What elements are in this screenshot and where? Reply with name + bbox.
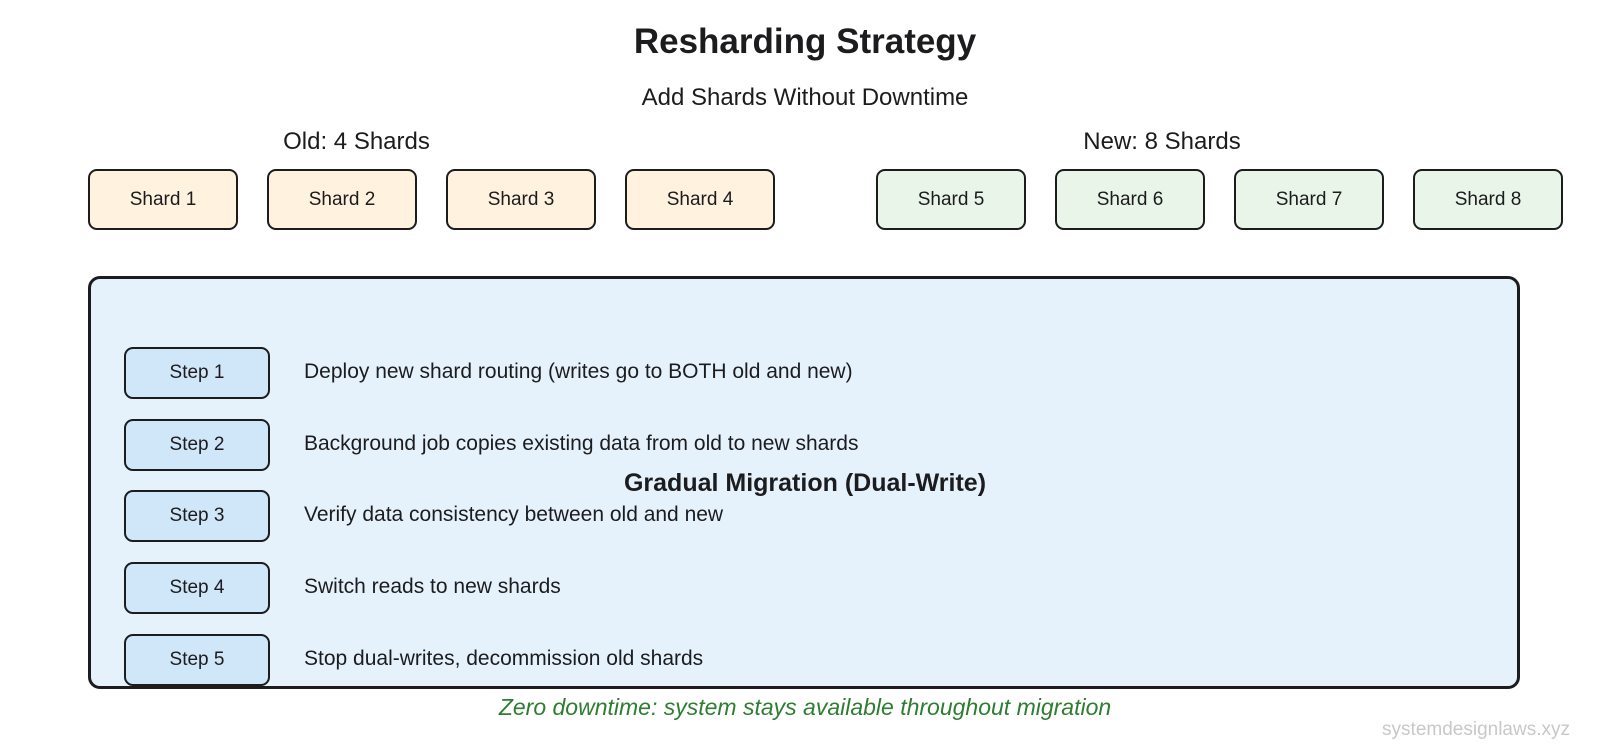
new-shard-6: Shard 6 — [1055, 169, 1205, 230]
new-shard-8: Shard 8 — [1413, 169, 1563, 230]
step-4-description: Switch reads to new shards — [304, 575, 561, 598]
old-shard-3: Shard 3 — [446, 169, 596, 230]
diagram-title: Resharding Strategy — [633, 22, 977, 61]
step-4-box: Step 4 — [124, 562, 270, 614]
step-1-box: Step 1 — [124, 347, 270, 399]
step-3-description: Verify data consistency between old and … — [304, 503, 724, 526]
step-5-description: Stop dual-writes, decommission old shard… — [304, 647, 704, 670]
step-5-box: Step 5 — [124, 634, 270, 686]
step-3-box: Step 3 — [124, 490, 270, 542]
step-1-description: Deploy new shard routing (writes go to B… — [304, 360, 853, 383]
step-2-box: Step 2 — [124, 419, 270, 471]
new-shards-label: New: 8 Shards — [1083, 128, 1241, 155]
diagram-subtitle: Add Shards Without Downtime — [641, 84, 969, 111]
watermark: systemdesignlaws.xyz — [1382, 719, 1570, 740]
old-shard-4: Shard 4 — [625, 169, 775, 230]
step-2-description: Background job copies existing data from… — [304, 432, 859, 455]
new-shard-7: Shard 7 — [1234, 169, 1384, 230]
old-shards-label: Old: 4 Shards — [283, 128, 430, 155]
migration-container — [88, 276, 1520, 689]
zero-downtime-note: Zero downtime: system stays available th… — [498, 694, 1112, 720]
old-shard-1: Shard 1 — [88, 169, 238, 230]
old-shard-2: Shard 2 — [267, 169, 417, 230]
new-shard-5: Shard 5 — [876, 169, 1026, 230]
migration-title: Gradual Migration (Dual-Write) — [623, 469, 987, 497]
